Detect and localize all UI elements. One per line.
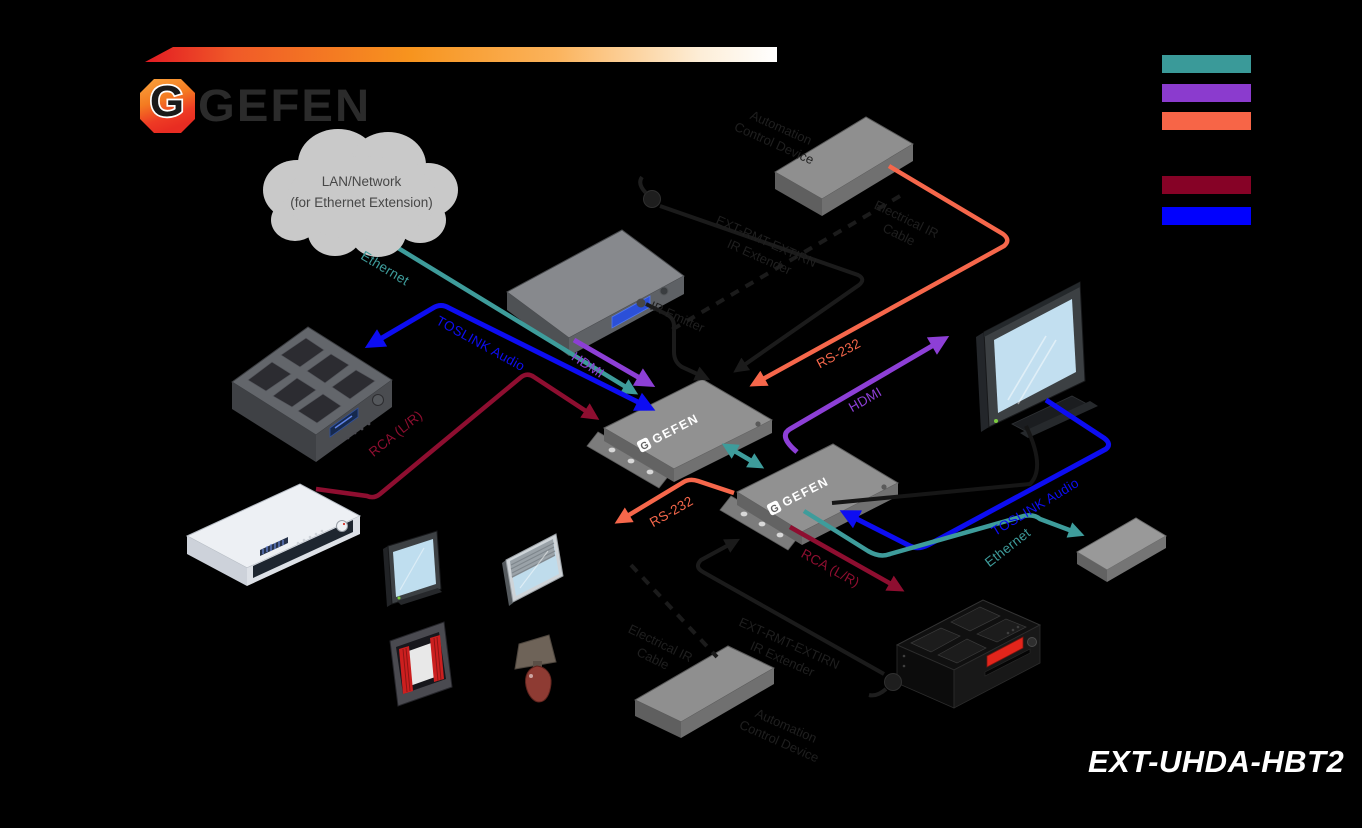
av-receiver-vents: [910, 606, 1027, 664]
toslink-cable-left: [364, 303, 656, 411]
product-model: EXT-UHDA-HBT2: [1088, 744, 1345, 779]
brand-gradient-bar: [145, 47, 777, 62]
toslink-cable-right: [839, 397, 1112, 551]
ir-cabling: [629, 194, 1040, 676]
hdmi-cable-left: [572, 337, 656, 388]
av-receiver-display: [986, 636, 1024, 668]
amp-knob: [372, 394, 384, 406]
av-receiver-knob: [1027, 637, 1037, 647]
player-front-panel: [253, 520, 353, 578]
automation-device-top: [774, 116, 914, 216]
legend-swatch-rs232: [1162, 112, 1251, 130]
ir-emitter-icon: [636, 298, 646, 308]
sender-unit: G GEFEN: [586, 378, 774, 489]
theater-screen: [389, 621, 453, 707]
lan-device: [1076, 517, 1167, 582]
gefen-logo-wordmark: GEFEN: [198, 80, 372, 131]
electrical-ir-cable-top: [666, 194, 902, 334]
rs232-cable-top: [749, 164, 1010, 387]
automation-device-bottom: [633, 645, 776, 738]
legend-swatch-hdmi: [1162, 84, 1251, 102]
lan-cloud: [263, 129, 458, 257]
amp-vents: [247, 337, 376, 424]
electrical-ir-cable-bottom: [629, 563, 719, 659]
hdbaset-link-cable: [721, 443, 765, 469]
source-knob: [659, 286, 669, 296]
display-ir-cable: [831, 425, 1040, 505]
lamp-base: [525, 665, 552, 703]
ir-extender-icon-bottom: [884, 673, 902, 691]
rs232-cable-bottom: [614, 477, 735, 524]
hdmi-cable-right: [782, 335, 950, 454]
rca-cable-left: [315, 372, 600, 500]
cables: [315, 164, 1112, 592]
ir-emitter-cable: [645, 302, 711, 381]
legend-swatch-rca: [1162, 176, 1251, 194]
legend-swatch-ethernet: [1162, 55, 1251, 73]
ethernet-cable-right: [802, 509, 1085, 558]
media-player: [185, 483, 362, 586]
lamp: [514, 634, 557, 703]
ir-extender-cable-top: [659, 204, 865, 373]
ir-extender-icon-top: [643, 190, 661, 208]
player-knob: [336, 520, 348, 532]
amplifier: [231, 326, 393, 462]
gefen-logo-emblem: G: [140, 75, 195, 133]
small-tv-screen: [393, 539, 436, 597]
av-receiver: [895, 599, 1042, 709]
cloud-label-line1: LAN/Network: [321, 174, 402, 189]
cloud-label: LAN/Network (for Ethernet Extension): [254, 172, 469, 214]
window-blinds: [502, 533, 564, 606]
legend-swatch-toslink: [1162, 207, 1251, 225]
ir-extender-cable-bottom: [696, 538, 885, 676]
display: [976, 281, 1098, 438]
rca-cable-right: [788, 525, 905, 592]
ir-hardware: [636, 175, 902, 698]
screen-surface: [403, 642, 438, 687]
gefen-logo-g: G: [150, 77, 184, 126]
cloud-label-line2: (for Ethernet Extension): [290, 194, 433, 210]
source-device: [506, 229, 685, 356]
small-tv: [383, 530, 442, 607]
